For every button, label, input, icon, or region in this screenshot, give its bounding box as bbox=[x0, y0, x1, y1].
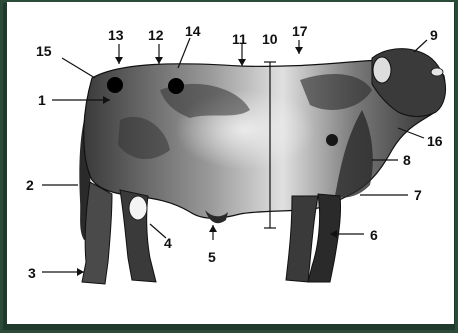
callout-3: 3 bbox=[28, 265, 36, 281]
callout-11: 11 bbox=[232, 31, 247, 47]
callout-4: 4 bbox=[164, 235, 172, 251]
callout-17: 17 bbox=[292, 23, 308, 39]
marker-dot-13 bbox=[107, 77, 123, 93]
bull-illustration bbox=[79, 49, 445, 284]
callout-16: 16 bbox=[427, 133, 443, 149]
callout-1: 1 bbox=[38, 92, 46, 108]
callout-8: 8 bbox=[403, 152, 411, 168]
callout-12: 12 bbox=[148, 27, 164, 43]
marker-dot-16 bbox=[326, 134, 338, 146]
callout-10: 10 bbox=[262, 31, 278, 47]
callout-5: 5 bbox=[208, 249, 216, 265]
callout-2: 2 bbox=[26, 177, 34, 193]
callout-6: 6 bbox=[370, 227, 378, 243]
callout-14: 14 bbox=[185, 23, 201, 39]
callout-13: 13 bbox=[108, 27, 124, 43]
callout-7: 7 bbox=[414, 187, 422, 203]
callout-9: 9 bbox=[430, 27, 438, 43]
marker-dot-14 bbox=[168, 78, 184, 94]
callout-15: 15 bbox=[36, 43, 52, 59]
